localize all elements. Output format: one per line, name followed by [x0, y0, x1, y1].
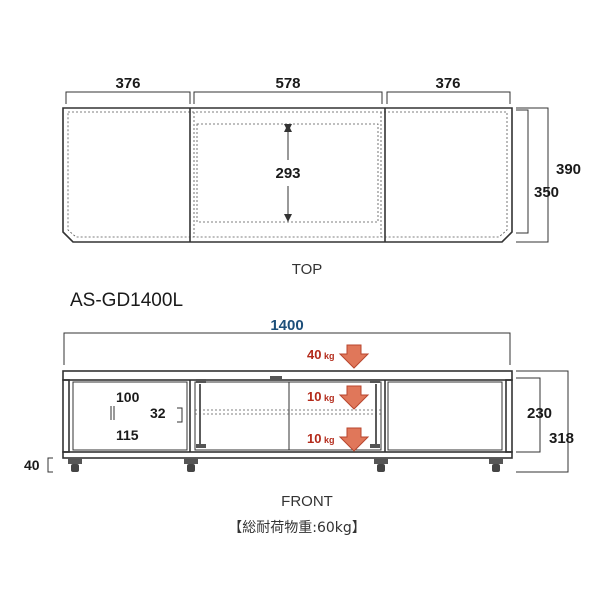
load-value: 40: [307, 347, 321, 362]
front-view-label: FRONT: [281, 493, 333, 510]
front-bottom-board: [62, 451, 513, 459]
front-right-panel: [505, 379, 513, 453]
load-unit: kg: [324, 393, 335, 403]
top-view: 376 578 376 293 390 350 TOP: [62, 75, 581, 278]
shelf-dim-top: 100: [116, 389, 140, 405]
load-arrow-icon: [338, 385, 370, 410]
load-unit: kg: [324, 351, 335, 361]
total-width-bracket: [63, 332, 511, 365]
load-indicator-top: 40 kg: [307, 344, 370, 369]
depth-total-bracket: [516, 107, 549, 243]
depth-inner-bracket: [516, 109, 529, 234]
inner-height: 230: [527, 405, 552, 422]
depth-total: 390: [556, 161, 581, 178]
load-indicator-middle: 10 kg: [307, 385, 370, 410]
left-door: [72, 381, 188, 451]
model-name: AS-GD1400L: [70, 290, 183, 311]
center-glass-door-left: [194, 381, 290, 451]
center-glass-door-right: [288, 381, 382, 451]
shelf-dim-bottom: 115: [116, 427, 139, 443]
top-view-label: TOP: [292, 261, 323, 278]
right-door: [387, 381, 503, 451]
caster-height-bracket: [47, 457, 53, 473]
front-view: 1400 100: [24, 317, 574, 510]
hinge-top-right: [370, 379, 380, 383]
total-height-bracket: [516, 370, 569, 473]
top-outline: [62, 107, 513, 243]
top-inner-dotted: [67, 111, 508, 238]
hinge-bottom-left: [196, 444, 206, 448]
load-arrow-icon: [338, 344, 370, 369]
load-unit: kg: [324, 435, 335, 445]
top-width-left: 376: [115, 75, 140, 92]
load-indicator-bottom: 10 kg: [307, 427, 370, 452]
total-load-note: 【総耐荷物重:60kg】: [228, 520, 366, 536]
front-left-panel: [62, 379, 70, 453]
caster-height: 40: [24, 457, 40, 473]
shelf-gap-bracket: [177, 407, 183, 423]
front-top-board: [62, 370, 513, 381]
load-value: 10: [307, 389, 321, 404]
hinge-top-center: [270, 376, 282, 380]
total-height: 318: [549, 430, 574, 447]
load-arrow-icon: [338, 427, 370, 452]
shelf-dim-mid: 32: [150, 405, 166, 421]
top-width-brackets: [65, 91, 511, 104]
arrowhead-up: [284, 124, 292, 132]
load-value: 10: [307, 431, 321, 446]
top-glass-area: [196, 123, 379, 223]
hinge-top-left: [196, 379, 206, 383]
hinge-bottom-right: [370, 444, 380, 448]
inner-height-bracket: [516, 377, 541, 453]
total-width: 1400: [270, 317, 303, 334]
top-width-center: 578: [275, 75, 300, 92]
top-width-right: 376: [435, 75, 460, 92]
top-inner-depth: 293: [275, 165, 300, 182]
depth-inner: 350: [534, 184, 559, 201]
casters: [68, 458, 503, 472]
arrowhead-down: [284, 214, 292, 222]
